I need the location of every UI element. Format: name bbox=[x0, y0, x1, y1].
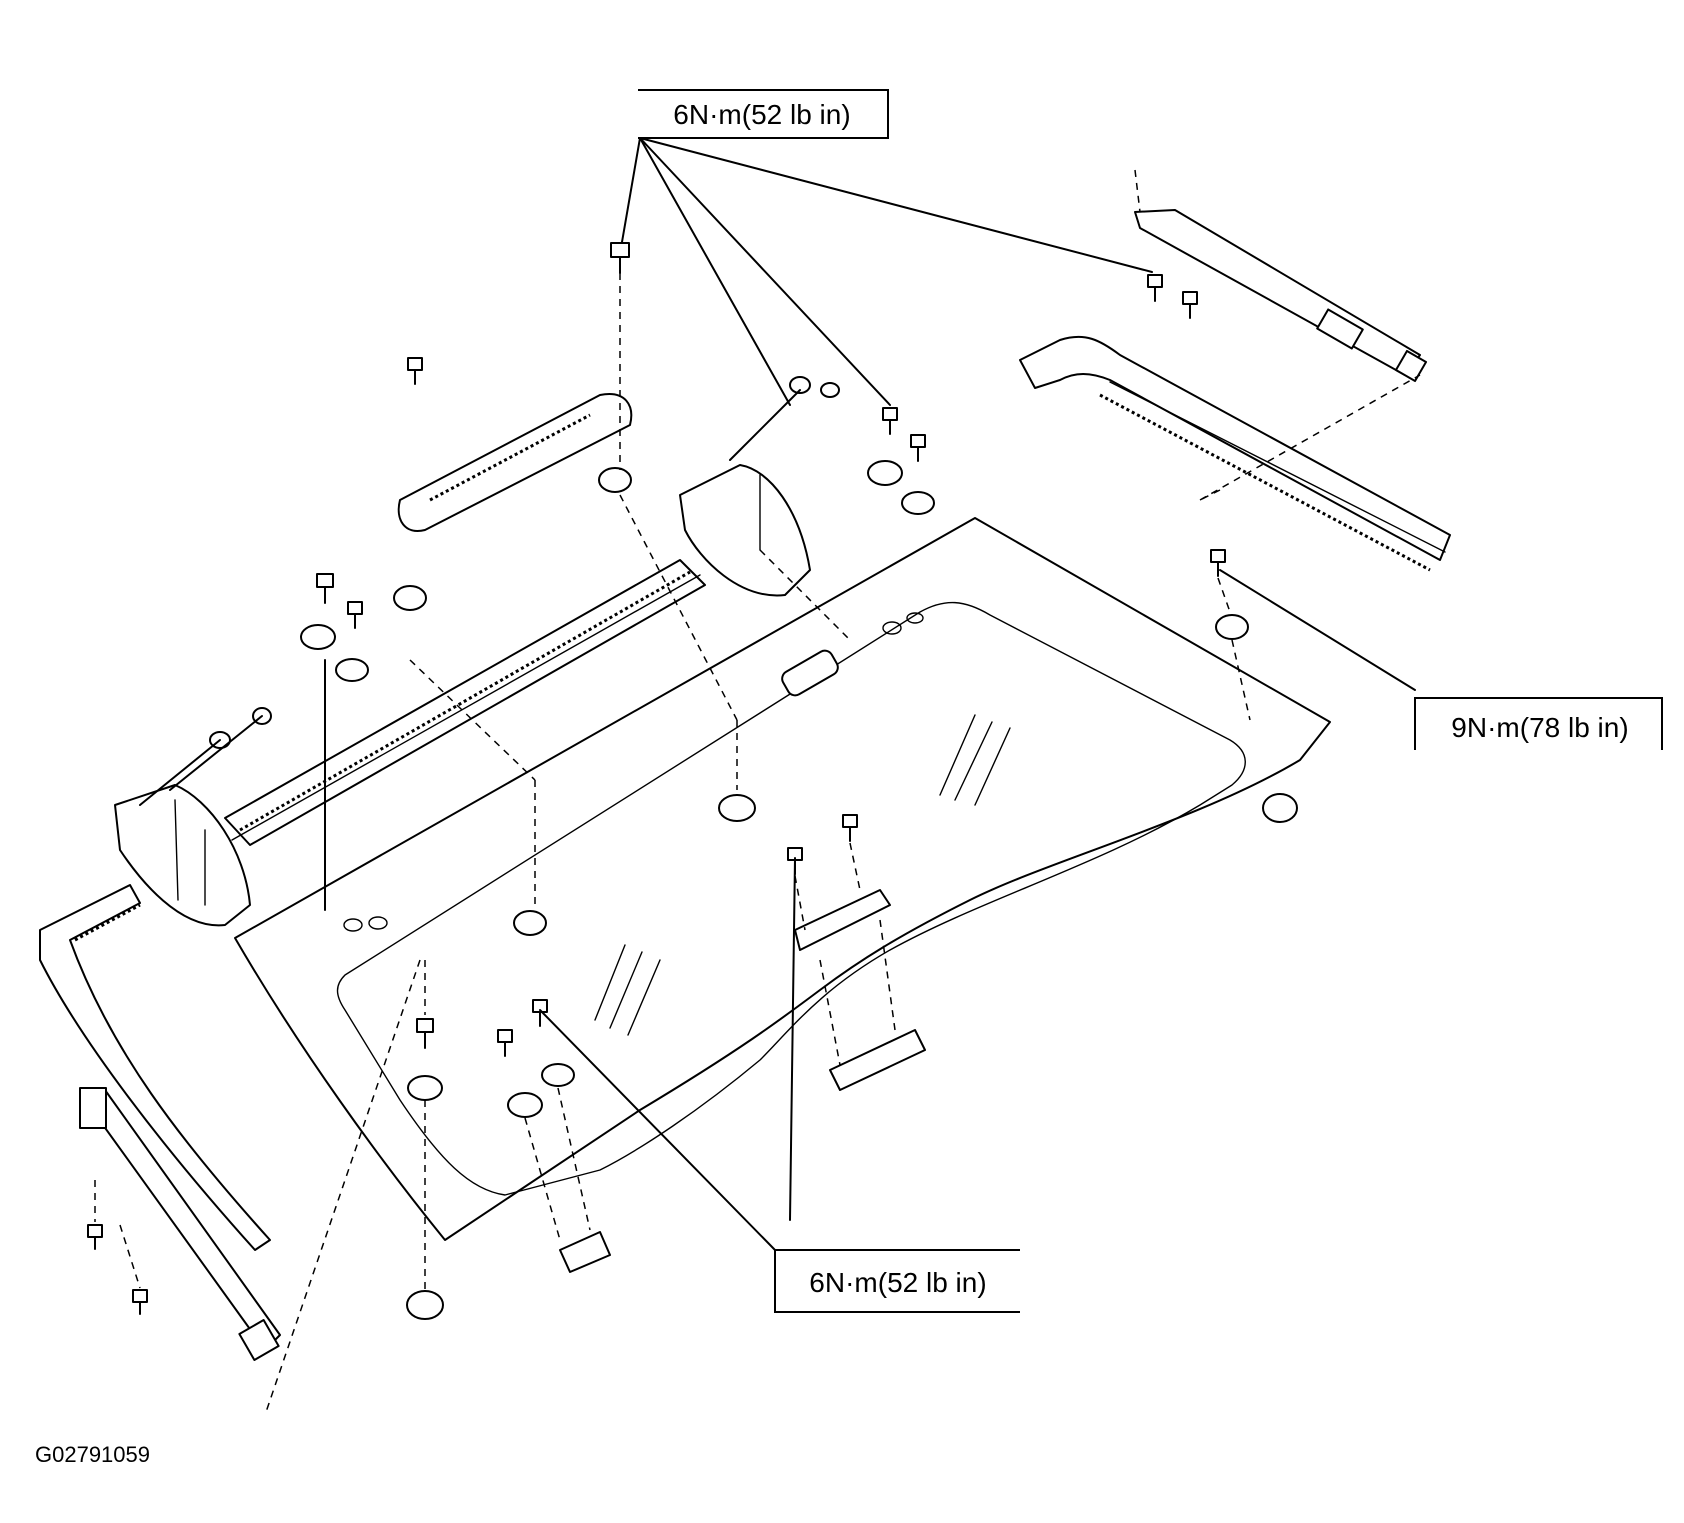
bolt bbox=[347, 601, 363, 629]
figure-code: G02791059 bbox=[35, 1442, 150, 1467]
bolt bbox=[1210, 549, 1226, 577]
torque-callout-top: 6N·m(52 lb in) bbox=[638, 89, 889, 139]
left-deflector-rail bbox=[224, 559, 706, 846]
fasteners bbox=[87, 242, 1226, 1315]
bolt bbox=[132, 1289, 148, 1315]
torque-callout-bottom: 6N·m(52 lb in) bbox=[774, 1249, 1020, 1313]
assembly-lines bbox=[94, 273, 1421, 1416]
torque-label-top: 6N·m(52 lb in) bbox=[673, 99, 850, 130]
nuts-washers bbox=[209, 376, 1298, 1320]
glass-panel bbox=[234, 517, 1331, 1241]
bolt bbox=[842, 814, 858, 842]
glass-glare-marks bbox=[594, 714, 1011, 1036]
bolt bbox=[87, 1224, 103, 1250]
bolt bbox=[497, 1029, 513, 1057]
bolt bbox=[532, 999, 548, 1027]
torque-label-right: 9N·m(78 lb in) bbox=[1451, 712, 1628, 743]
torque-callout-right: 9N·m(78 lb in) bbox=[1414, 697, 1663, 750]
bolt bbox=[910, 434, 926, 462]
bolt bbox=[610, 242, 630, 274]
left-bottom-rail bbox=[39, 884, 271, 1251]
lower-latch-bracket bbox=[114, 784, 251, 927]
torque-label-bottom: 6N·m(52 lb in) bbox=[809, 1267, 986, 1298]
right-top-rail bbox=[1019, 335, 1451, 572]
upper-latch-bracket bbox=[679, 464, 811, 597]
lower-right-brackets bbox=[559, 889, 926, 1273]
top-right-strut bbox=[1134, 169, 1428, 383]
left-bottom-strut bbox=[79, 1087, 281, 1361]
leader-lines bbox=[139, 137, 1416, 1251]
bolt bbox=[407, 357, 423, 385]
bolt bbox=[882, 407, 898, 435]
bolt bbox=[416, 1018, 434, 1049]
top-handle-cover bbox=[397, 393, 633, 532]
bolt bbox=[1147, 274, 1163, 302]
bolt bbox=[1182, 291, 1198, 319]
bolt bbox=[316, 573, 334, 604]
